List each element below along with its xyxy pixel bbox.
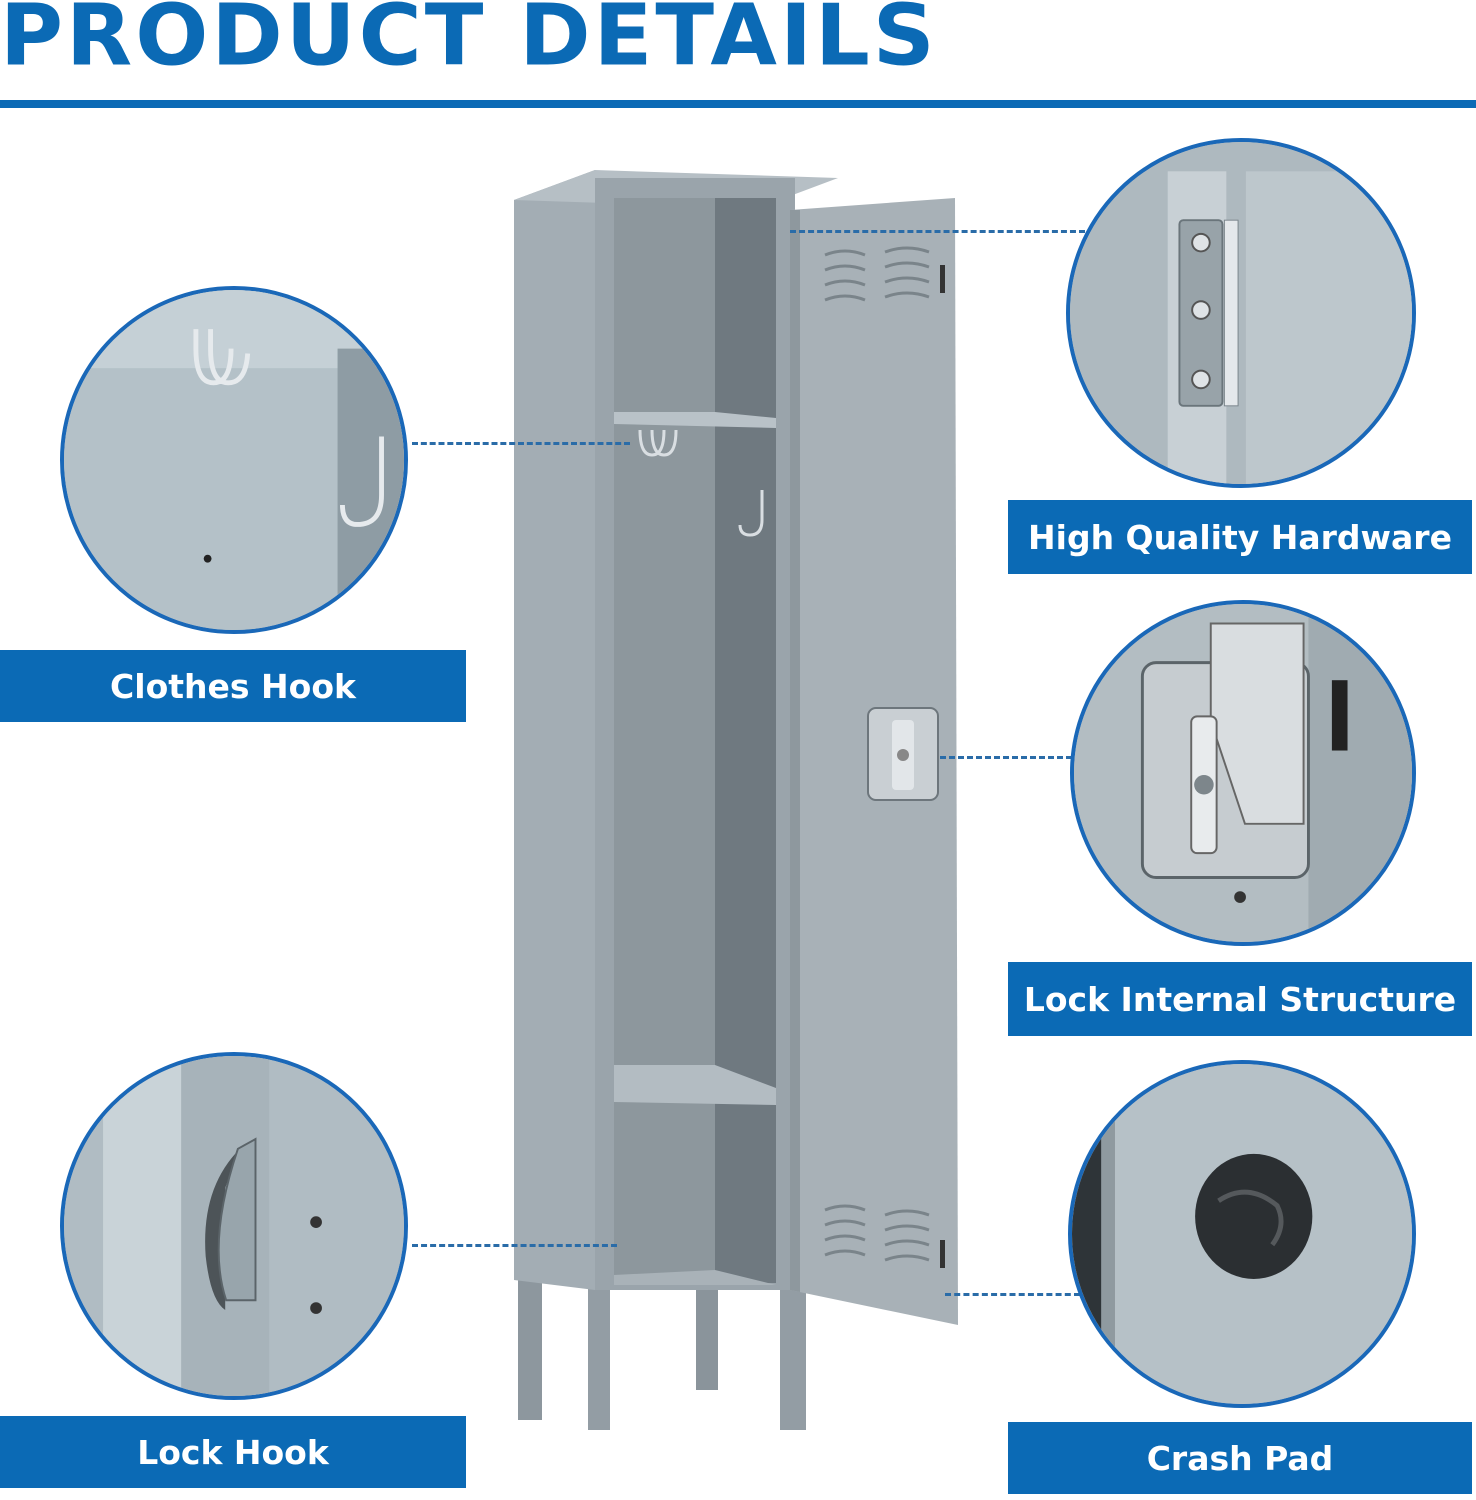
lock-structure-detail: [1070, 600, 1416, 946]
label-lock-hook: Lock Hook: [0, 1416, 466, 1488]
locker-image: [500, 160, 980, 1440]
crash-pad-icon: [1072, 1064, 1412, 1404]
label-hardware: High Quality Hardware: [1008, 500, 1472, 574]
label-crash-pad: Crash Pad: [1008, 1422, 1472, 1494]
connector-clothes-hook: [412, 442, 630, 445]
page-title: PRODUCT DETAILS: [0, 0, 938, 86]
title-underline: [0, 100, 1476, 108]
label-clothes-hook: Clothes Hook: [0, 650, 466, 722]
clothes-hook-detail: [60, 286, 408, 634]
hardware-detail: [1066, 138, 1416, 488]
connector-crash-pad: [945, 1293, 1080, 1296]
connector-lock-structure: [940, 756, 1072, 759]
clothes-hook-icon: [64, 290, 404, 630]
connector-lock-hook: [412, 1244, 617, 1247]
lock-mechanism-icon: [1074, 604, 1412, 942]
connector-hardware: [790, 230, 1085, 233]
lock-hook-icon: [64, 1056, 404, 1396]
crash-pad-detail: [1068, 1060, 1416, 1408]
lock-hook-detail: [60, 1052, 408, 1400]
label-lock-structure: Lock Internal Structure: [1008, 962, 1472, 1036]
hinge-icon: [1070, 142, 1412, 484]
